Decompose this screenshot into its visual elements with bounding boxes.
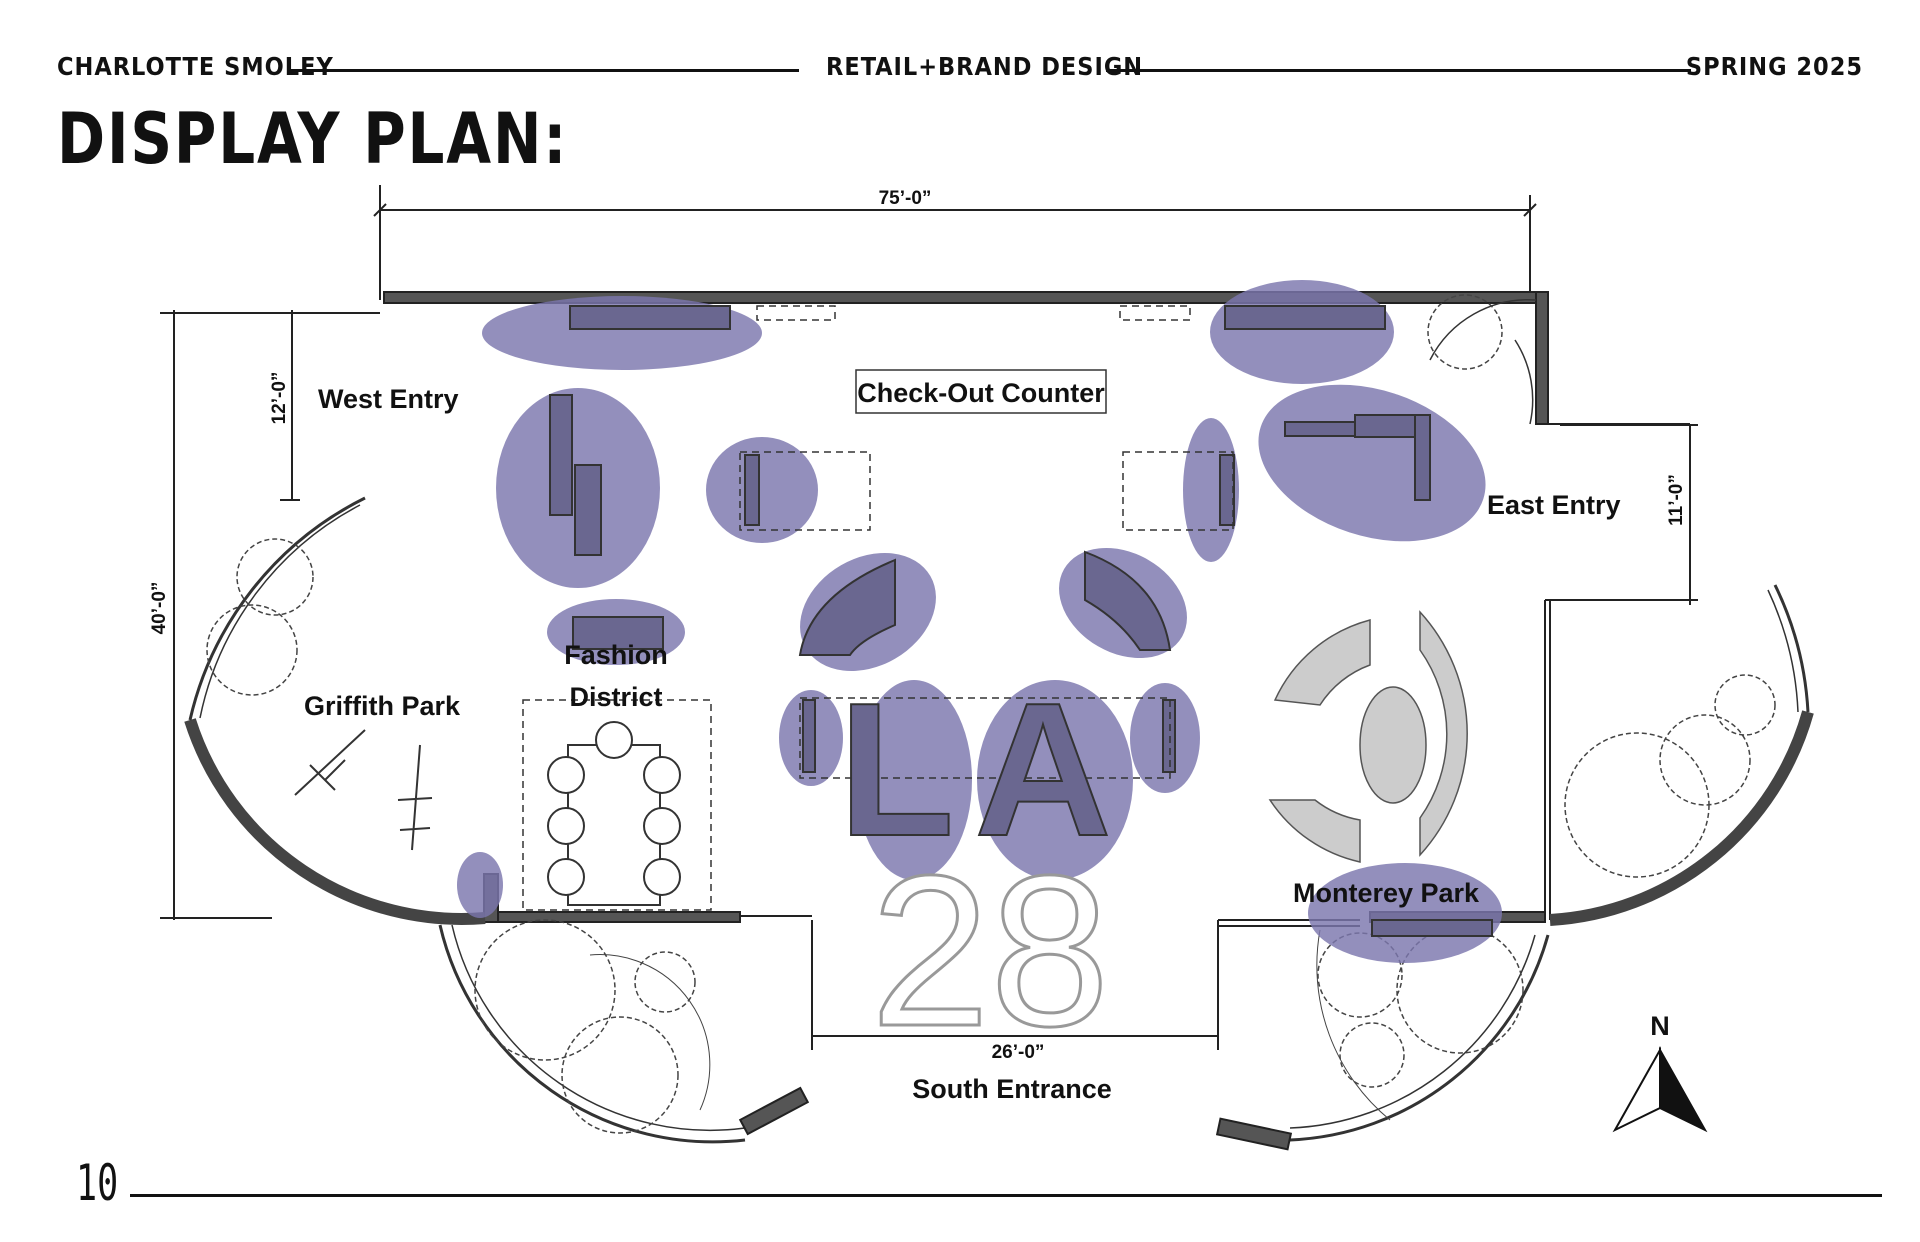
course-name: RETAIL+BRAND DESIGN xyxy=(826,52,1144,81)
label-west-entry: West Entry xyxy=(318,384,459,414)
author-name: CHARLOTTE SMOLEY xyxy=(57,52,334,81)
east-curved-wall xyxy=(1549,584,1814,926)
griffith-sculptures xyxy=(294,729,433,851)
page-title: DISPLAY PLAN: xyxy=(57,98,569,180)
south-curved-walls xyxy=(438,924,1550,1151)
header-rule-right xyxy=(1106,69,1691,72)
label-checkout-counter: Check-Out Counter xyxy=(857,378,1105,408)
page-number: 10 xyxy=(76,1154,119,1212)
dimension-south-entrance: 26’-0” xyxy=(992,1042,1045,1063)
header-rule-left xyxy=(289,69,799,72)
checkout-counter-box xyxy=(855,369,1107,414)
label-east-entry: East Entry xyxy=(1487,490,1621,520)
ring-display xyxy=(1268,610,1468,863)
la-letters: LA xyxy=(838,664,1131,876)
trees xyxy=(206,294,1776,1134)
tree-canopy-outlines xyxy=(589,929,1391,1121)
label-fashion-district-line2: District xyxy=(569,682,662,712)
display-fixtures xyxy=(549,305,1493,937)
term-label: SPRING 2025 xyxy=(1685,52,1863,81)
north-label: N xyxy=(1650,1011,1670,1041)
label-monterey-park: Monterey Park xyxy=(1293,878,1480,908)
dimension-overall-width: 75’-0” xyxy=(879,188,932,209)
number-28-graphic: 28 xyxy=(870,830,1109,1071)
label-fashion-district-line1: Fashion xyxy=(564,640,668,670)
label-griffith-park: Griffith Park xyxy=(304,691,461,721)
west-curved-wall xyxy=(184,496,486,925)
footer-rule xyxy=(130,1194,1882,1197)
dimension-overall-depth: 40’-0” xyxy=(149,582,170,635)
north-arrow-icon xyxy=(1612,1046,1708,1133)
label-south-entrance: South Entrance xyxy=(912,1074,1112,1104)
fixture-outlines xyxy=(522,305,1234,911)
table-with-chairs xyxy=(547,721,681,906)
dimension-east-entry: 11’-0” xyxy=(1666,474,1687,526)
dimension-west-entry: 12’-0” xyxy=(269,372,290,425)
door-swings xyxy=(1429,298,1537,425)
